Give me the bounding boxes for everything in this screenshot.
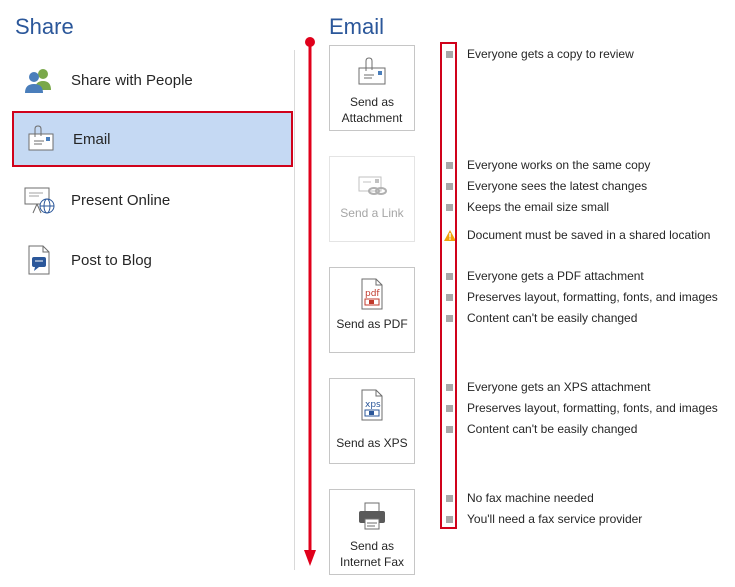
fax-icon xyxy=(356,500,388,532)
nav-label: Post to Blog xyxy=(71,251,152,269)
bullet-item: Preserves layout, formatting, fonts, and… xyxy=(444,399,718,417)
bullet-item: Everyone works on the same copy xyxy=(444,156,650,174)
bullet-square-icon xyxy=(446,50,453,58)
pdf-icon: pdf xyxy=(356,278,388,310)
bullet-item: Content can't be easily changed xyxy=(444,309,637,327)
warning-icon xyxy=(444,229,456,241)
nav-present-online[interactable]: Present Online xyxy=(12,172,293,228)
button-label: Send as PDF xyxy=(336,317,408,331)
people-icon xyxy=(22,63,56,97)
bullet-square-icon xyxy=(446,314,453,322)
bullet-square-icon xyxy=(446,293,453,301)
bullet-item: Keeps the email size small xyxy=(444,198,609,216)
button-label: Send as Internet Fax xyxy=(339,539,405,569)
send-as-xps-button[interactable]: xps Send as XPS xyxy=(329,378,415,464)
bullet-item: Everyone gets a copy to review xyxy=(444,45,634,63)
bullet-item: Everyone sees the latest changes xyxy=(444,177,647,195)
nav-label: Share with People xyxy=(71,71,193,89)
bullet-square-icon xyxy=(446,494,453,502)
bullet-square-icon xyxy=(446,515,453,523)
bullet-square-icon xyxy=(446,182,453,190)
nav-email[interactable]: Email xyxy=(12,111,293,167)
warning-item: Document must be saved in a shared locat… xyxy=(444,226,710,244)
bullet-square-icon xyxy=(446,203,453,211)
send-as-pdf-button[interactable]: pdf Send as PDF xyxy=(329,267,415,353)
send-as-internet-fax-button[interactable]: Send as Internet Fax xyxy=(329,489,415,575)
link-envelope-icon xyxy=(356,167,388,199)
nav-post-to-blog[interactable]: Post to Blog xyxy=(12,232,293,288)
bullet-item: Everyone gets an XPS attachment xyxy=(444,378,650,396)
button-label: Send a Link xyxy=(340,206,404,220)
bullet-square-icon xyxy=(446,161,453,169)
bullet-square-icon xyxy=(446,425,453,433)
svg-text:xps: xps xyxy=(365,400,381,410)
bullet-item: You'll need a fax service provider xyxy=(444,510,642,528)
button-label: Send as XPS xyxy=(336,436,408,450)
nav-label: Email xyxy=(73,130,111,148)
send-as-attachment-button[interactable]: Send as Attachment xyxy=(329,45,415,131)
button-label: Send as Attachment xyxy=(341,95,403,125)
present-online-icon xyxy=(22,183,56,217)
svg-text:pdf: pdf xyxy=(365,289,380,299)
annotation-box xyxy=(440,42,457,529)
bullet-square-icon xyxy=(446,383,453,391)
send-a-link-button[interactable]: Send a Link xyxy=(329,156,415,242)
share-title: Share xyxy=(15,14,74,39)
bullet-item: Preserves layout, formatting, fonts, and… xyxy=(444,288,718,306)
email-icon xyxy=(24,122,58,156)
panel-divider xyxy=(294,50,295,570)
xps-icon: xps xyxy=(356,389,388,421)
nav-share-with-people[interactable]: Share with People xyxy=(12,52,293,108)
bullet-item: No fax machine needed xyxy=(444,489,594,507)
attachment-envelope-icon xyxy=(356,56,388,88)
bullet-square-icon xyxy=(446,404,453,412)
bullet-square-icon xyxy=(446,272,453,280)
annotation-arrow xyxy=(304,37,316,566)
email-title: Email xyxy=(329,14,385,39)
blog-icon xyxy=(22,243,56,277)
nav-label: Present Online xyxy=(71,191,171,209)
bullet-item: Everyone gets a PDF attachment xyxy=(444,267,644,285)
bullet-item: Content can't be easily changed xyxy=(444,420,637,438)
